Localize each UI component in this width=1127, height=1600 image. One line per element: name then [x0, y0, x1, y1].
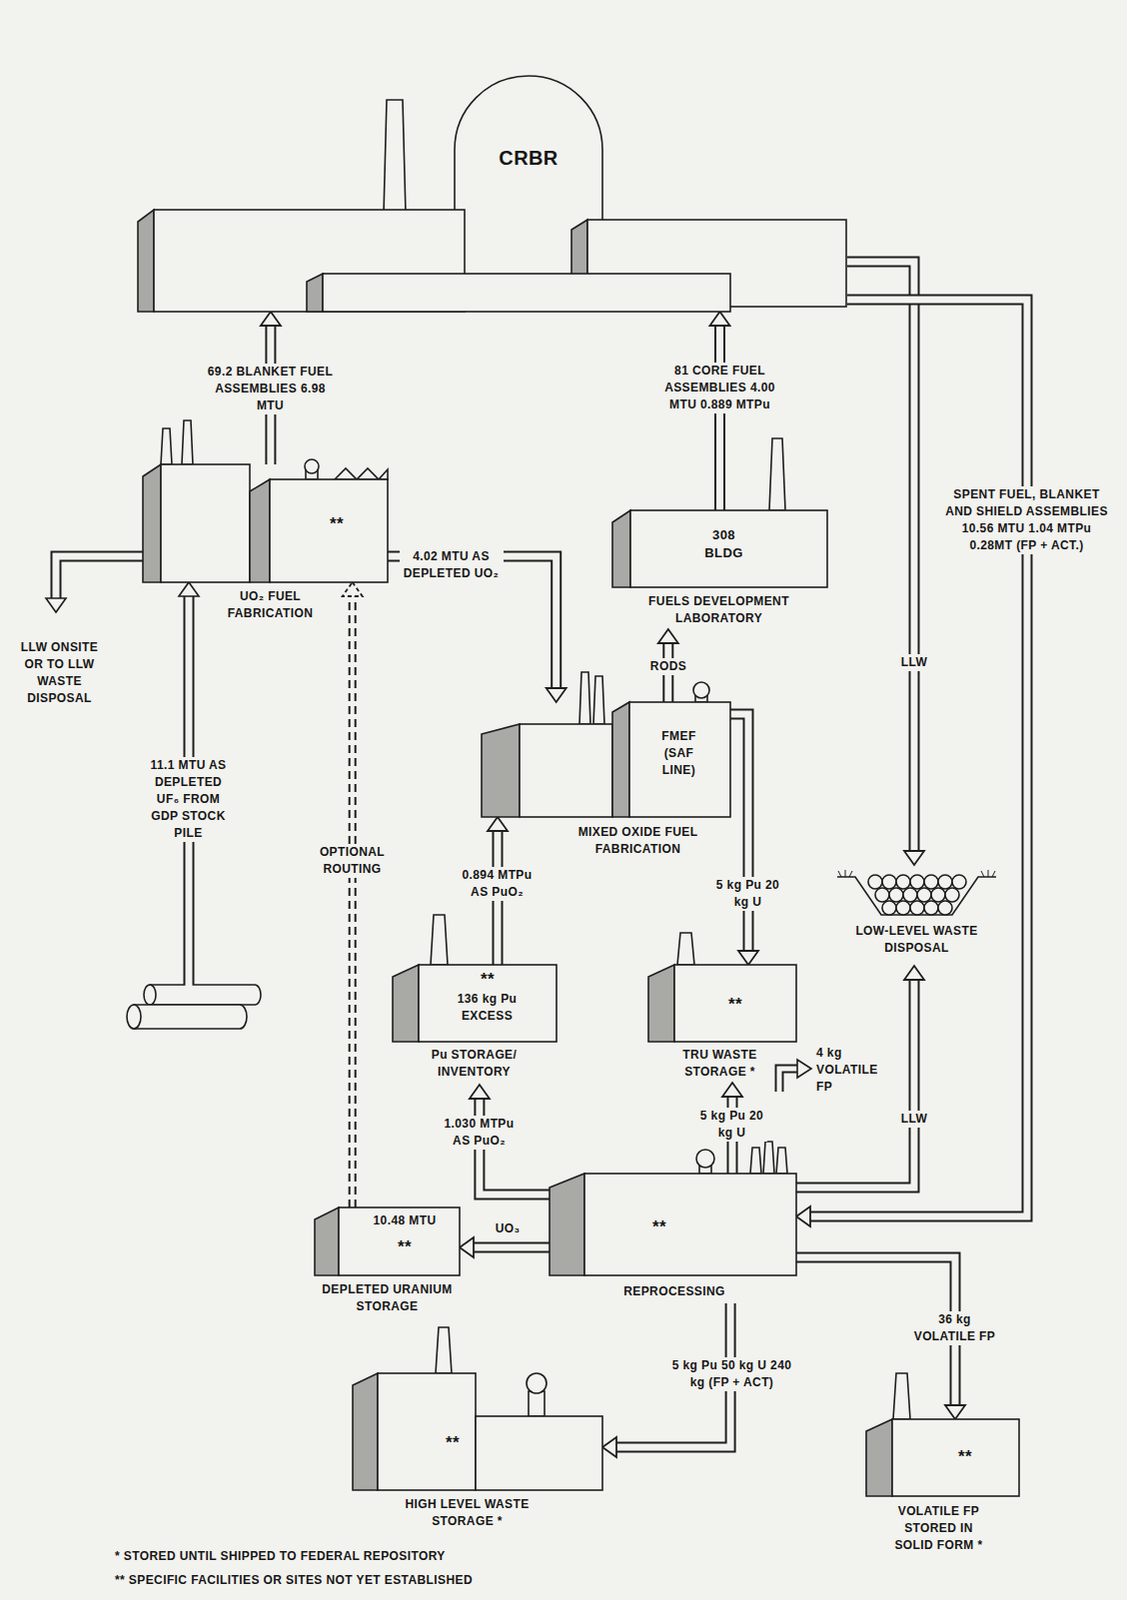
flow-arrow — [730, 714, 759, 966]
flow-quantity: LLW — [897, 654, 932, 672]
mox-fabrication-plant: FMEF (SAF LINE)MIXED OXIDE FUEL FABRICAT… — [481, 702, 731, 818]
quantity-note: 10.48 MTU — [372, 1212, 437, 1230]
flow-quantity: 0.894 MTPu AS PuO₂ — [451, 867, 544, 902]
flow-quantity: 81 CORE FUEL ASSEMBLIES 4.00 MTU 0.889 M… — [650, 362, 791, 414]
facility-name: UO₂ FUEL FABRICATION — [200, 588, 341, 623]
facility-name: TRU WASTE STORAGE * — [665, 1047, 776, 1082]
facility-name: LOW-LEVEL WASTE DISPOSAL — [842, 923, 993, 958]
flow-quantity: UO₃ — [491, 1220, 524, 1238]
facility-name: FUELS DEVELOPMENT LABORATORY — [619, 593, 820, 628]
uf6-cylinders — [126, 985, 261, 1030]
building-name: 308 BLDG — [698, 526, 751, 563]
waste-trench: LOW-LEVEL WASTE DISPOSAL — [837, 865, 997, 967]
facility-name: HIGH LEVEL WASTE STORAGE * — [392, 1496, 543, 1531]
optional-flow-arrow — [342, 582, 363, 1208]
facility-name: REPROCESSING — [623, 1283, 727, 1301]
flow-quantity: SPENT FUEL, BLANKET AND SHIELD ASSEMBLIE… — [937, 486, 1118, 555]
facility-marker: ** — [957, 1445, 974, 1470]
flow-quantity: RODS — [646, 658, 691, 676]
building-illustration — [549, 1173, 797, 1304]
flow-quantity: 69.2 BLANKET FUEL ASSEMBLIES 6.98 MTU — [200, 363, 341, 415]
storage-building: ** TRU WASTE STORAGE * — [648, 965, 797, 1084]
flow-quantity: LLW — [897, 1111, 932, 1128]
flow-quantity: 5 kg Pu 20 kg U — [713, 877, 784, 912]
storage-building: **HIGH LEVEL WASTE STORAGE * — [352, 1373, 603, 1491]
feed-note: 11.1 MTU AS DEPLETED UF₆ FROM GDP STOCK … — [142, 757, 235, 843]
storage-building: **136 kg Pu EXCESS Pu STORAGE/ INVENTORY — [392, 965, 557, 1086]
flow-quantity: OPTIONAL ROUTING — [302, 844, 403, 879]
facility-marker: ** — [396, 1235, 413, 1260]
waste-note: LLW ONSITE OR TO LLW WASTE DISPOSAL — [13, 639, 106, 708]
volatile-arrow — [779, 1060, 812, 1094]
flow-quantity: 36 kg VOLATILE FP — [905, 1311, 1006, 1346]
fuel-fabrication-plant: **UO₂ FUEL FABRICATION — [142, 464, 388, 583]
reactor-plant: CRBR — [137, 73, 848, 312]
flow-quantity: 5 kg Pu 20 kg U — [697, 1108, 768, 1142]
inventory-note: 136 kg Pu EXCESS — [442, 991, 533, 1026]
facility-marker: ** — [444, 1431, 461, 1456]
facility-name: DEPLETED URANIUM STORAGE — [317, 1281, 458, 1316]
footnote: ** SPECIFIC FACILITIES OR SITES NOT YET … — [111, 1572, 477, 1590]
llw-arrow — [45, 556, 144, 613]
facility-marker: ** — [651, 1215, 668, 1240]
flow-arrow — [796, 299, 1028, 1227]
flow-quantity: 1.030 MTPu AS PuO₂ — [433, 1116, 526, 1150]
flow-quantity: 5 kg Pu 50 kg U 240 kg (FP + ACT) — [662, 1357, 803, 1392]
footnote: * STORED UNTIL SHIPPED TO FEDERAL REPOSI… — [111, 1548, 450, 1566]
lab-building: 308 BLDG FUELS DEVELOPMENT LABORATORY — [612, 510, 828, 630]
reprocessing-plant: ** REPROCESSING — [549, 1173, 797, 1304]
facility-marker: ** — [727, 993, 744, 1018]
facility-marker: ** — [479, 968, 496, 993]
storage-building: 10.48 MTU ** DEPLETED URANIUM STORAGE — [314, 1207, 460, 1318]
facility-name: FMEF (SAF LINE) — [649, 728, 710, 780]
building-illustration — [866, 1419, 1020, 1497]
reactor-name: CRBR — [498, 143, 560, 172]
facility-name: VOLATILE FP STORED IN SOLID FORM * — [887, 1503, 992, 1555]
flow-quantity: 4.02 MTU AS DEPLETED UO₂ — [399, 548, 504, 583]
facility-name: Pu STORAGE/ INVENTORY — [414, 1047, 535, 1082]
building-illustration — [137, 73, 848, 312]
flow-arrow — [459, 1237, 550, 1258]
facility-function: MIXED OXIDE FUEL FABRICATION — [568, 824, 709, 859]
facility-marker: ** — [328, 512, 345, 537]
flow-quantity: 4 kg VOLATILE FP — [813, 1045, 894, 1097]
flow-arrow — [796, 966, 925, 1188]
building-illustration — [142, 464, 388, 583]
storage-building: **VOLATILE FP STORED IN SOLID FORM * — [866, 1419, 1020, 1497]
flow-arrow — [847, 261, 925, 866]
building-illustration — [352, 1373, 603, 1491]
